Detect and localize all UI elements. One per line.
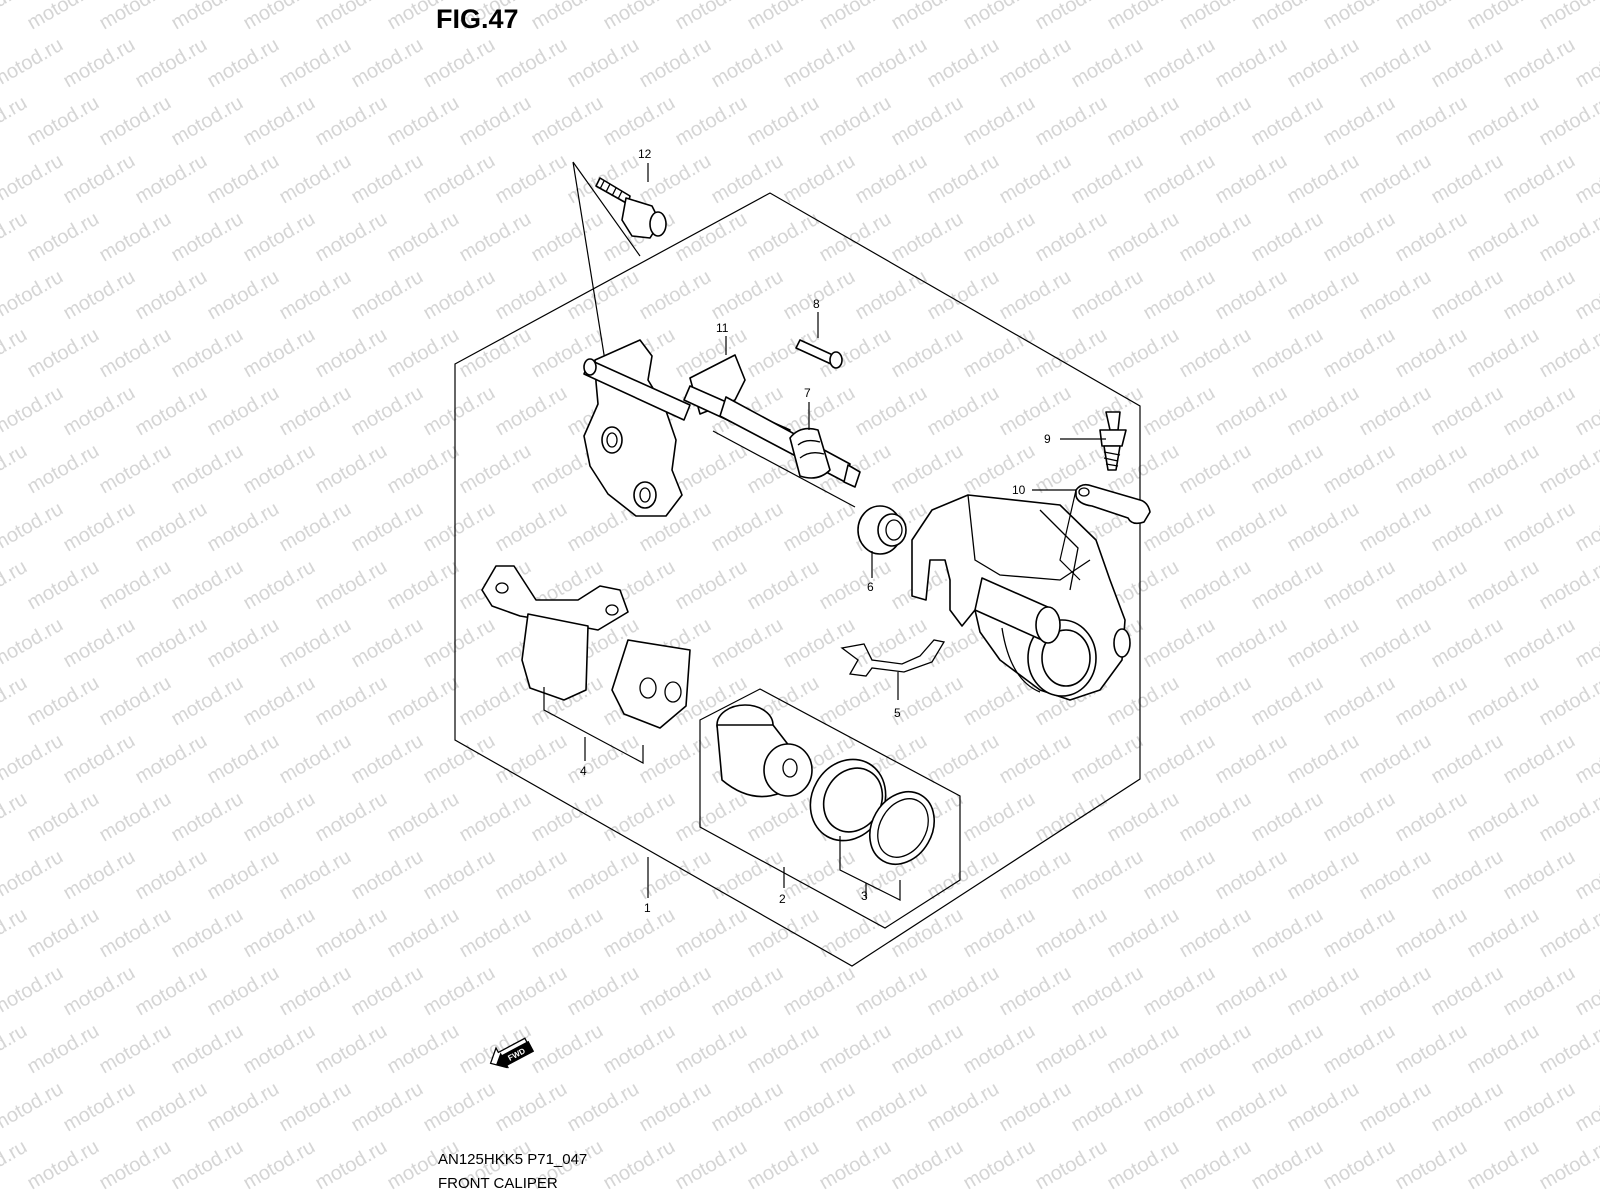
callout-7: 7	[804, 386, 811, 400]
brake-pad-icon	[481, 565, 691, 729]
retaining-pin-icon	[795, 339, 843, 369]
flange-bolt-icon	[595, 177, 667, 239]
pin-guide-line	[712, 430, 856, 508]
callout-12: 12	[638, 147, 652, 161]
callout-3: 3	[861, 889, 868, 903]
callout-9: 9	[1044, 432, 1051, 446]
leader-lines	[543, 163, 1106, 901]
piston-kit-outline	[699, 688, 961, 929]
dust-seal-icon	[857, 505, 907, 555]
assembly-outline	[454, 192, 1141, 967]
figure-name: FRONT CALIPER	[438, 1175, 558, 1192]
bleeder-screw-icon	[1099, 411, 1127, 471]
piston-seal-icon	[809, 758, 935, 865]
pin-boot-icon	[789, 427, 831, 479]
bleeder-cap-icon	[1075, 483, 1151, 525]
pad-spring-icon	[840, 639, 946, 677]
caliper-piston-icon	[716, 704, 813, 798]
callout-6: 6	[867, 580, 874, 594]
callout-10: 10	[1012, 483, 1026, 497]
forward-arrow-icon: FWD	[489, 1037, 535, 1069]
callout-2: 2	[779, 892, 786, 906]
callout-11: 11	[716, 321, 729, 335]
callout-4: 4	[580, 764, 587, 778]
callout-5: 5	[894, 706, 901, 720]
figure-title: FIG.47	[436, 4, 519, 34]
callout-8: 8	[813, 297, 820, 311]
caliper-body-icon	[911, 494, 1131, 701]
caliper-bracket-icon	[583, 339, 861, 517]
callout-1: 1	[644, 901, 651, 915]
figure-code: AN125HKK5 P71_047	[438, 1151, 588, 1168]
